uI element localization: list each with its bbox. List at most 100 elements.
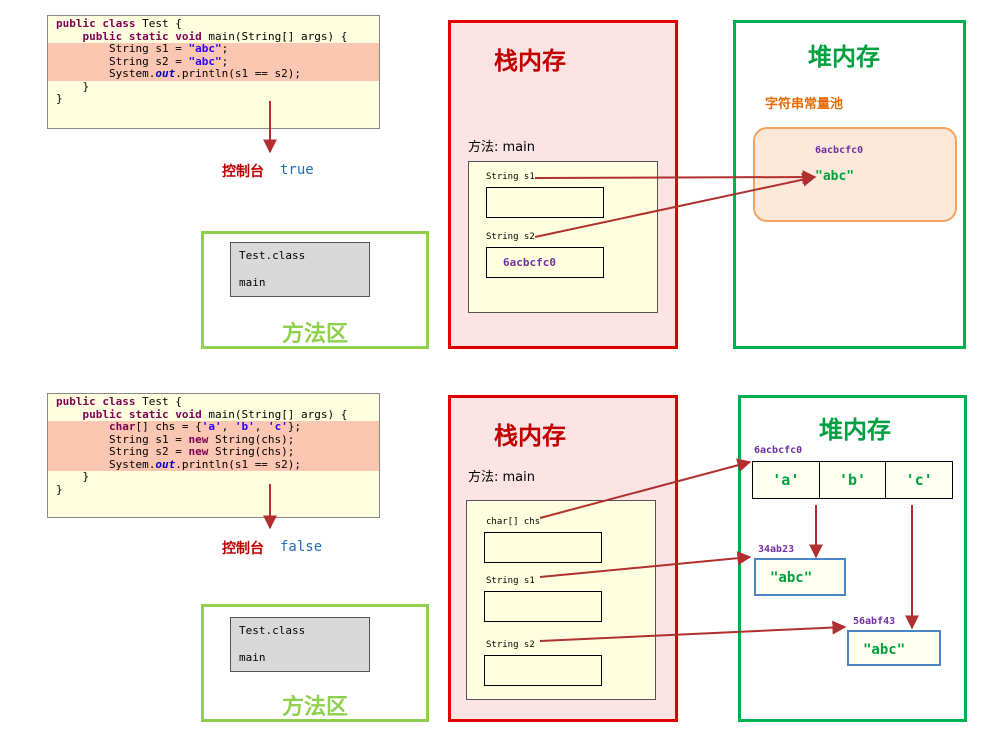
pool-addr: 6acbcfc0 (815, 145, 864, 156)
method-area-top: Test.class main 方法区 (201, 231, 429, 349)
code-line: } (48, 470, 379, 484)
arrow-chs-to-array (539, 458, 752, 519)
code-line: System.out.println(s1 == s2); (48, 67, 379, 81)
code-token: public class (56, 395, 136, 408)
var-slot-s1 (484, 591, 602, 622)
code-token: new (188, 432, 209, 446)
code-token: .println(s1 == s2); (175, 457, 302, 471)
heap-memory-bottom: 堆内存 6acbcfc0 'a' 'b' 'c' 34ab23 "abc" 56… (738, 395, 967, 722)
stack-memory-bottom: 栈内存 方法: main char[] chs String s1 String… (448, 395, 678, 722)
code-token: } (56, 92, 63, 105)
code-line: System.out.println(s1 == s2); (48, 457, 379, 471)
char-cell-c: 'c' (905, 471, 933, 489)
arrow-s2-to-object (539, 620, 847, 642)
heap-title: 堆内存 (808, 43, 880, 71)
heap-title: 堆内存 (819, 416, 891, 444)
code-token: main(String[] args) { (201, 407, 348, 421)
stack-method-label: 方法: main (468, 470, 535, 485)
s2-object-addr: 56abf43 (853, 616, 896, 627)
code-token: System. (56, 67, 156, 80)
stack-title: 栈内存 (494, 422, 566, 450)
code-token: Test { (142, 395, 182, 408)
string-constant-pool: 6acbcfc0 "abc" (753, 127, 957, 222)
code-token: String(chs); (208, 432, 295, 446)
code-line: } (48, 92, 379, 106)
stack-method-label: 方法: main (468, 140, 535, 155)
var-label-s1: String s1 (486, 172, 535, 182)
var-label-s1: String s1 (486, 576, 535, 586)
method-area-title: 方法区 (281, 322, 348, 347)
code-token: , (254, 420, 268, 433)
var-slot-s1 (486, 187, 604, 218)
stack-title: 栈内存 (494, 47, 566, 75)
code-line: String s1 = new String(chs); (48, 432, 379, 446)
console-value-top: true (280, 162, 314, 178)
console-label-top: 控制台 (222, 163, 264, 179)
code-token: , (221, 420, 235, 433)
code-token: } (56, 470, 90, 483)
code-token: ; (221, 54, 229, 68)
code-token: String s1 = (56, 432, 189, 446)
code-token: } (56, 79, 90, 93)
code-token: String s2 = (56, 445, 189, 458)
code-block-bottom: public class Test { public static void ma… (47, 393, 380, 518)
code-line: String s1 = "abc"; (48, 42, 379, 56)
code-token: 'b' (234, 420, 255, 433)
code-line: char[] chs = {'a', 'b', 'c'}; (48, 420, 379, 434)
code-line: public class Test { (48, 395, 379, 409)
code-token: char (108, 420, 136, 433)
method-area-bottom: Test.class main 方法区 (201, 604, 429, 722)
arrow-s1-to-object (539, 551, 752, 578)
code-token: .println(s1 == s2); (175, 67, 302, 80)
class-name: Test.class (239, 249, 306, 262)
var-slot-s2-addr: 6acbcfc0 (503, 256, 556, 269)
class-method: main (239, 276, 266, 289)
arrow-s2-to-pool (534, 172, 817, 238)
char-cell-b: 'b' (820, 462, 887, 498)
code-token: String s2 = (56, 54, 189, 68)
code-token: "abc" (188, 54, 222, 68)
code-token: } (56, 482, 63, 496)
code-token: Test { (142, 17, 182, 30)
var-label-s2: String s2 (486, 640, 535, 650)
s1-string-object: "abc" (754, 558, 846, 596)
var-label-s2: String s2 (486, 232, 535, 242)
var-slot-s2 (484, 655, 602, 686)
code-token: 'a' (201, 420, 222, 433)
var-label-chs: char[] chs (486, 517, 541, 527)
code-token: [] chs = { (135, 420, 202, 433)
code-token: public static void (82, 407, 202, 421)
code-token: 'c' (267, 420, 288, 433)
console-value-bottom: false (280, 539, 323, 555)
arrow-s1-to-pool (534, 170, 817, 185)
stack-memory-top: 栈内存 方法: main String s1 String s2 6acbcfc… (448, 20, 678, 349)
console-label-bottom: 控制台 (222, 540, 264, 556)
code-line: } (48, 482, 379, 497)
code-token: public static void (82, 29, 202, 43)
heap-memory-top: 堆内存 字符串常量池 6acbcfc0 "abc" (733, 20, 966, 349)
var-slot-s2: 6acbcfc0 (486, 247, 604, 278)
code-token: ; (221, 42, 229, 55)
char-array-addr: 6acbcfc0 (754, 445, 803, 456)
code-token: main(String[] args) { (201, 29, 348, 43)
code-line: public static void main(String[] args) { (48, 407, 379, 422)
stack-frame: String s1 String s2 6acbcfc0 (468, 161, 658, 313)
code-token: out (155, 67, 176, 80)
code-line: String s2 = new String(chs); (48, 445, 379, 459)
code-line: public static void main(String[] args) { (48, 29, 379, 44)
method-area-class-box: Test.class main (230, 242, 370, 297)
class-name: Test.class (239, 624, 306, 637)
code-token: out (155, 457, 176, 471)
stack-frame: char[] chs String s1 String s2 (466, 500, 656, 700)
method-area-title: 方法区 (281, 695, 348, 720)
code-token: String(chs); (208, 445, 295, 458)
s1-object-addr: 34ab23 (758, 544, 795, 555)
var-slot-chs (484, 532, 602, 563)
char-cell-a: 'a' (753, 462, 820, 498)
code-token: System. (56, 457, 156, 471)
s2-string-object: "abc" (847, 630, 941, 666)
code-token: "abc" (188, 42, 222, 55)
